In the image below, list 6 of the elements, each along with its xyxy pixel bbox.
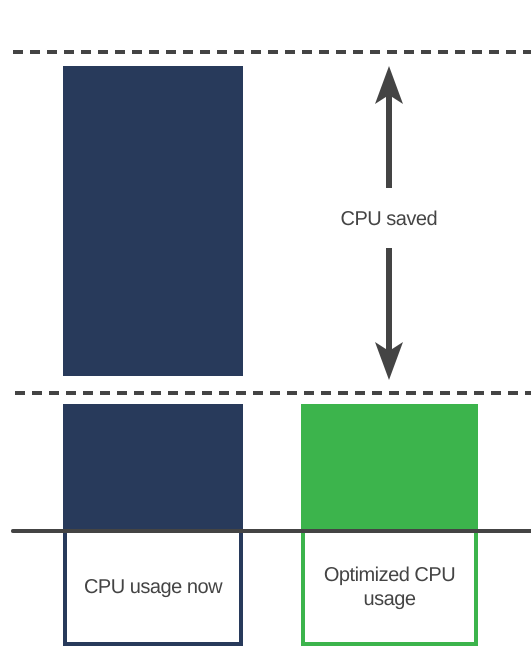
- dimension-label: CPU saved: [340, 208, 438, 230]
- box-label: Optimized CPU usage: [322, 562, 456, 610]
- bar: [63, 66, 243, 376]
- label-box: [63, 531, 243, 646]
- box-label: CPU usage now: [82, 574, 224, 598]
- label-box: [301, 531, 478, 646]
